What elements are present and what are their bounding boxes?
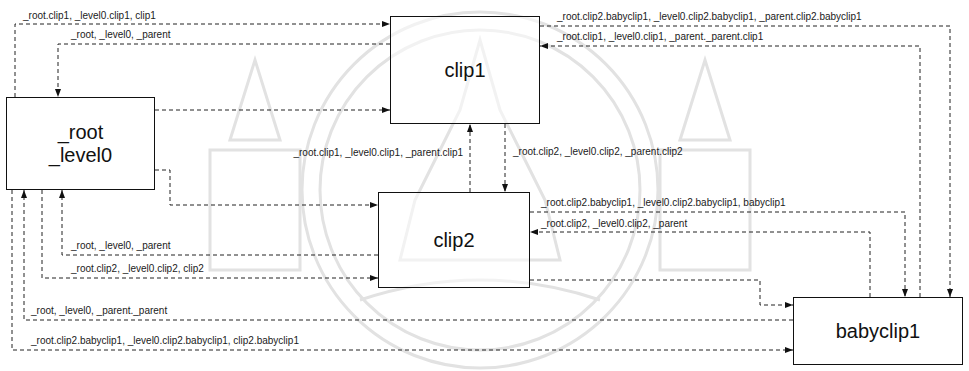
reference-arrow bbox=[62, 190, 378, 255]
clip-name: _root _level0 bbox=[41, 121, 121, 167]
path-label: _root.clip2.babyclip1, _level0.clip2.bab… bbox=[540, 197, 787, 209]
reference-arrow bbox=[530, 280, 793, 305]
path-label: _root.clip1, _level0.clip1, _parent._par… bbox=[556, 31, 764, 43]
clip-name: clip1 bbox=[444, 59, 485, 82]
clip-box: clip2 bbox=[378, 192, 530, 288]
clip-box: _root _level0 bbox=[6, 97, 155, 190]
seal-ring bbox=[320, 30, 640, 350]
reference-arrow bbox=[540, 46, 920, 297]
reference-arrow bbox=[155, 110, 390, 111]
path-label: _root.clip2, _level0.clip2, _parent bbox=[540, 218, 688, 230]
path-label: _root.clip1, _level0.clip1, _parent.clip… bbox=[292, 147, 464, 159]
clip-box: babyclip1 bbox=[793, 297, 963, 365]
reference-arrow bbox=[530, 212, 905, 297]
path-label: _root.clip2, _level0.clip2, clip2 bbox=[70, 263, 205, 275]
reference-arrow bbox=[24, 190, 793, 320]
path-label: _root.clip2.babyclip1, _level0.clip2.bab… bbox=[556, 11, 863, 23]
path-label: _root.clip2.babyclip1, _level0.clip2.bab… bbox=[30, 335, 300, 347]
seal-ring bbox=[302, 12, 658, 368]
reference-arrow bbox=[505, 124, 506, 192]
reference-arrow bbox=[58, 44, 390, 97]
reference-arrow bbox=[470, 124, 471, 192]
clip-box: clip1 bbox=[390, 16, 540, 124]
path-label: _root.clip1, _level0.clip1, clip1 bbox=[22, 10, 157, 22]
clip-name: babyclip1 bbox=[836, 320, 921, 343]
clip-name: clip2 bbox=[433, 229, 474, 252]
path-label: _root, _level0, _parent bbox=[70, 29, 172, 41]
reference-arrow bbox=[12, 190, 793, 350]
reference-arrow bbox=[42, 190, 378, 278]
reference-arrow bbox=[15, 24, 390, 97]
path-label: _root.clip2, _level0.clip2, _parent.clip… bbox=[512, 146, 684, 158]
path-label: _root, _level0, _parent._parent bbox=[30, 305, 168, 317]
path-label: _root, _level0, _parent bbox=[70, 240, 172, 252]
reference-arrow bbox=[530, 232, 870, 297]
seal-drawing bbox=[210, 12, 750, 368]
reference-arrow bbox=[540, 26, 950, 297]
reference-arrow bbox=[155, 170, 378, 205]
